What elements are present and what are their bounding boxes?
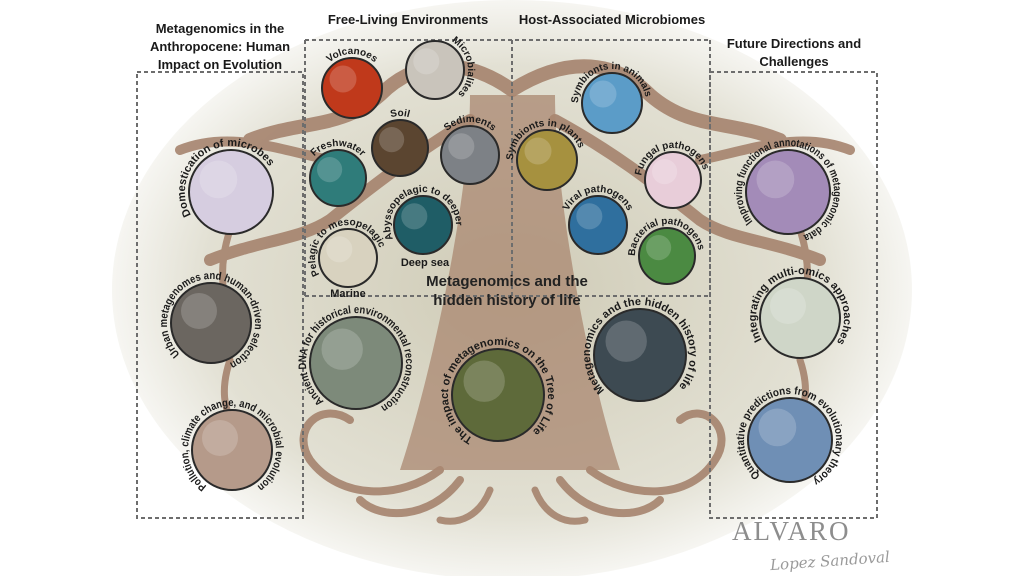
center-title: Metagenomics and the hidden history of l… [380, 272, 634, 310]
center-title-line: hidden history of life [433, 292, 581, 309]
heading-line: Anthropocene: Human [149, 39, 291, 54]
topic-image [759, 277, 841, 359]
section-boxes [136, 39, 878, 519]
topic-image [638, 227, 696, 285]
topic-image-highlight [576, 203, 603, 230]
topic-image-highlight [652, 159, 678, 185]
topic-image [644, 151, 702, 209]
topic-image [318, 228, 378, 288]
topic-image-highlight [448, 133, 475, 160]
heading-host-associated: Host-Associated Microbiomes [518, 12, 706, 27]
topic-image [581, 72, 643, 134]
deep-sea-label: Deep sea [400, 257, 450, 269]
heading-anthropocene: Metagenomics in the Anthropocene: Human … [138, 20, 302, 74]
heading-line: Challenges [759, 54, 829, 69]
topic-image [440, 125, 500, 185]
topic-node: Microbialites [405, 35, 476, 100]
topic-image [405, 40, 465, 100]
heading-line: Metagenomics in the [155, 21, 285, 36]
topic-image-highlight [756, 160, 795, 199]
topic-image [747, 397, 833, 483]
topic-image [309, 316, 403, 410]
topic-image-highlight [326, 236, 353, 263]
topic-image-highlight [524, 137, 552, 165]
center-title-line: Metagenomics and the [426, 273, 588, 290]
topic-image-highlight [463, 360, 505, 402]
topic-label-text: Soil [389, 108, 411, 120]
topic-image-highlight [329, 65, 357, 93]
topic-node: Quantitative predictions from evolutiona… [735, 385, 845, 488]
topic-image-highlight [317, 157, 343, 183]
topic-image-highlight [770, 288, 806, 324]
topic-image-highlight [379, 127, 405, 153]
topic-image-highlight [199, 160, 238, 199]
topic-image [745, 149, 831, 235]
topic-image [191, 409, 273, 491]
topic-node: Metagenomics and the hidden history of l… [581, 296, 699, 402]
topic-image-highlight [758, 408, 797, 447]
topic-node: Volcanoes [321, 46, 383, 119]
topic-image-highlight [413, 48, 440, 75]
topic-image-highlight [202, 420, 238, 456]
heading-line: Future Directions and [726, 36, 862, 51]
heading-line: Impact on Evolution [157, 57, 283, 72]
topic-image-highlight [646, 235, 672, 261]
topic-label: Soil [389, 108, 411, 120]
topic-node: Integrating multi-omics approaches [747, 265, 853, 359]
topic-node: Freshwater [309, 138, 367, 207]
topic-image-highlight [321, 328, 363, 370]
marine-label: Marine [330, 288, 366, 300]
topic-node: Soil [371, 108, 429, 177]
topic-image [371, 119, 429, 177]
topic-node: Pollution, climate change, and microbial… [179, 397, 285, 494]
topic-image-highlight [181, 293, 217, 329]
signature-name: ALVARO [732, 516, 851, 546]
topic-image [309, 149, 367, 207]
topic-node: Sediments [440, 114, 500, 185]
topic-image-highlight [401, 203, 428, 230]
topic-image [170, 282, 252, 364]
topic-image-highlight [605, 320, 647, 362]
topic-image-highlight [589, 80, 617, 108]
heading-future-directions: Future Directions and Challenges [712, 35, 876, 71]
topic-node: Ancient DNA for historical environmental… [297, 304, 415, 414]
topic-image [593, 308, 687, 402]
topic-node: Bacterial pathogens [627, 216, 706, 285]
topic-image [568, 195, 628, 255]
topic-image [516, 129, 578, 191]
heading-free-living: Free-Living Environments [327, 12, 489, 27]
topic-node: Urban metagenomes and human-driven selec… [158, 270, 264, 371]
topic-image [188, 149, 274, 235]
center-section-lines [304, 39, 711, 297]
left-section-box [136, 71, 304, 519]
topic-image [321, 57, 383, 119]
topic-image [451, 348, 545, 442]
topic-image [393, 195, 453, 255]
